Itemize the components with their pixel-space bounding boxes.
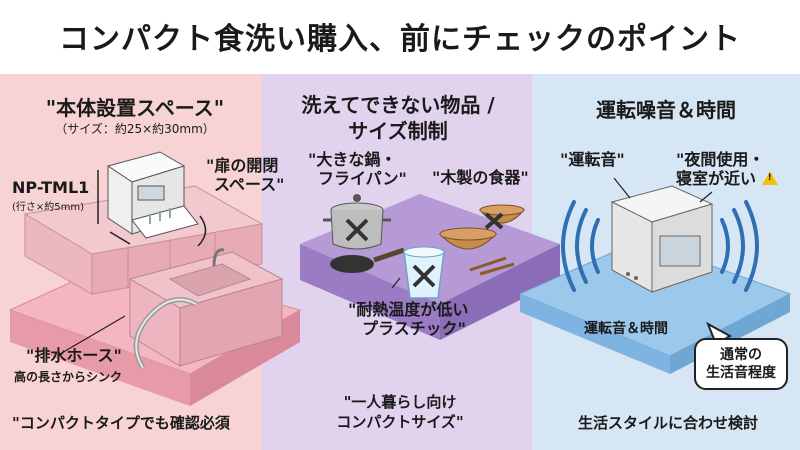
installation-footer: "コンパクトタイプでも確認必須 xyxy=(12,414,230,432)
plastic-cup-icon xyxy=(403,246,445,299)
pot-icon xyxy=(323,194,391,250)
dimension-arrows xyxy=(97,170,207,247)
plastic-label: "耐熱温度が低い プラスチック" xyxy=(348,300,469,338)
drain-hose-label: "排水ホース" xyxy=(26,346,122,365)
washable-items-heading: 洗えてできない物品 / サイズ制制 xyxy=(301,93,495,143)
middle-footer: "一人暮らし向け コンパクトサイズ" xyxy=(336,393,464,431)
model-number: NP-TML1 xyxy=(12,178,90,197)
depth-note: (行さ×約5mm) xyxy=(12,202,85,213)
drain-hose-note: 高の長さからシンク xyxy=(14,370,123,384)
sound-wave-icon xyxy=(561,200,759,292)
noise-footer: 生活スタイルに合わせ検討 xyxy=(577,414,758,432)
noise-heading: 運転噪音＆時間 xyxy=(596,98,736,122)
frying-pan-icon xyxy=(330,247,405,273)
door-space-label: "扉の開閉 スペース" xyxy=(206,156,285,194)
night-use-label: "夜間使用・ 寝室が近い ! xyxy=(676,150,778,188)
dishwasher-icon xyxy=(610,185,714,293)
platform-label: 運転音＆時間 xyxy=(584,321,668,337)
page-title: コンパクト食洗い購入、前にチェックのポイント xyxy=(59,22,741,57)
illustration-layer xyxy=(8,151,792,406)
warning-icon: ! xyxy=(761,171,778,185)
installation-space-heading: "本体設置スペース" xyxy=(45,96,225,120)
wood-label: "木製の食器" xyxy=(432,168,529,187)
wooden-bowl-icon xyxy=(438,204,526,276)
dishwasher-icon xyxy=(106,151,199,239)
pot-label: "大きな鍋・ フライパン" xyxy=(308,150,407,188)
installation-size-note: （サイズ：約25×約30mm） xyxy=(55,122,215,136)
noise-label: "運転音" xyxy=(560,150,625,169)
speech-bubble: 通常の 生活音程度 xyxy=(694,338,788,390)
